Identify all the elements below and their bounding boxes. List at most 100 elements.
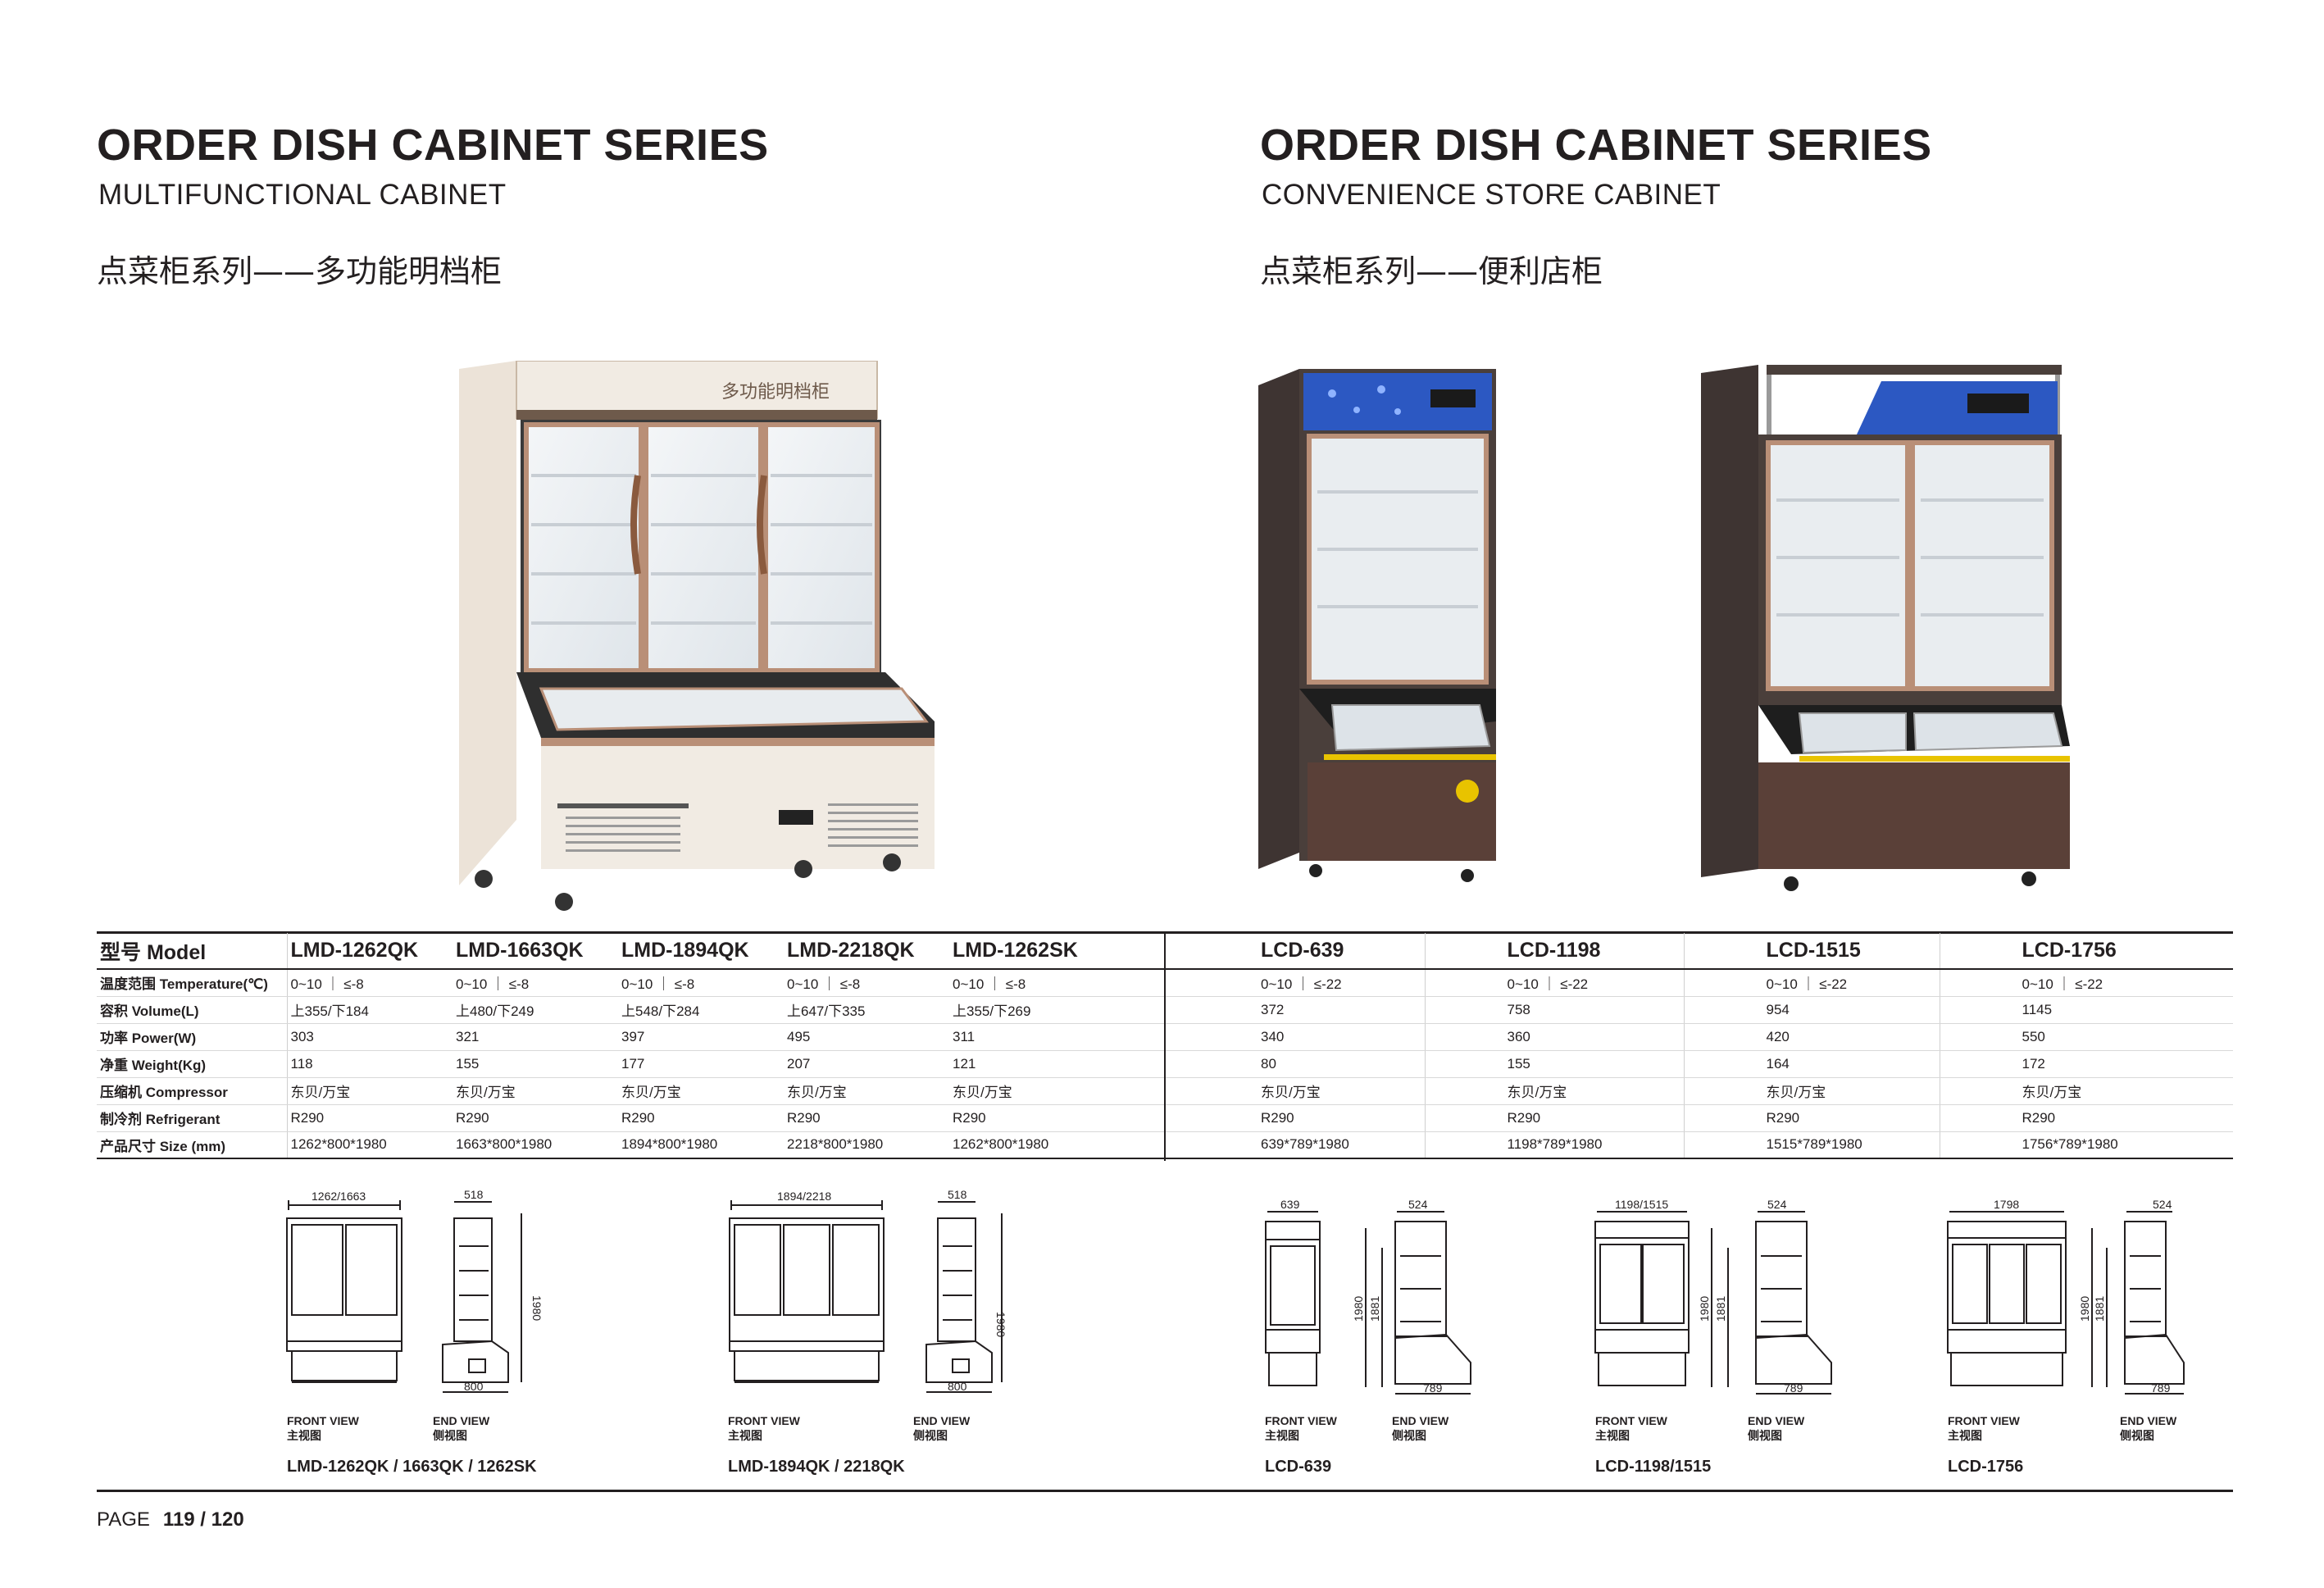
- table-row: 0~10 ｜ ≤-22 0~10 ｜ ≤-22 0~10 ｜ ≤-22 0~10…: [1166, 969, 2233, 997]
- cell: 758: [1424, 996, 1684, 1024]
- cell: 东贝/万宝: [1424, 1077, 1684, 1105]
- cell: 954: [1683, 996, 1940, 1024]
- row-label: 产品尺寸 Size (mm): [97, 1131, 287, 1159]
- model-col: LCD-639: [1166, 933, 1425, 970]
- cell: 639*789*1980: [1166, 1131, 1425, 1159]
- table-row: 340 360 420 550: [1166, 1023, 2233, 1051]
- front-width-dim: 639: [1280, 1199, 1300, 1211]
- front-view-drawing-lcd-639: 639 524 789 1980 1881: [1265, 1199, 1471, 1395]
- cell: 0~10 ｜ ≤-8: [286, 969, 453, 997]
- front-width-dim: 1262/1663: [312, 1190, 366, 1203]
- left-spec-table: 型号 Model LMD-1262QK LMD-1663QK LMD-1894Q…: [97, 933, 1164, 1159]
- cell: 118: [286, 1050, 453, 1078]
- height-dim: 1980: [994, 1312, 1007, 1337]
- cell: 0~10 ｜ ≤-22: [1166, 969, 1425, 997]
- end-depth-dim: 789: [1784, 1381, 1803, 1395]
- cell: 207: [784, 1050, 949, 1078]
- height-dim: 1980: [530, 1295, 541, 1321]
- end-depth-dim: 789: [1423, 1381, 1443, 1395]
- cell: 0~10 ｜ ≤-8: [784, 969, 949, 997]
- row-label: 温度范围 Temperature(℃): [97, 969, 287, 997]
- cell: 80: [1166, 1050, 1425, 1078]
- cabinet-sign-text: 多功能明档柜: [721, 382, 830, 403]
- row-label: 制冷剂 Refrigerant: [97, 1104, 287, 1132]
- model-col: LCD-1756: [1939, 933, 2233, 970]
- cell: R290: [784, 1104, 949, 1132]
- model-col: LMD-1262SK: [949, 933, 1164, 970]
- cell: 372: [1166, 996, 1425, 1024]
- end-depth-dim: 800: [948, 1380, 967, 1393]
- left-series-subtitle: MULTIFUNCTIONAL CABINET: [98, 179, 507, 211]
- table-row: 639*789*1980 1198*789*1980 1515*789*1980…: [1166, 1131, 2233, 1159]
- table-row: 容积 Volume(L) 上355/下184 上480/下249 上548/下2…: [97, 996, 1164, 1024]
- cell: 上480/下249: [453, 996, 618, 1024]
- end-width-dim: 518: [948, 1189, 967, 1201]
- table-row: 温度范围 Temperature(℃) 0~10 ｜ ≤-8 0~10 ｜ ≤-…: [97, 969, 1164, 997]
- model-header: 型号 Model: [97, 933, 287, 970]
- footer-rule: [97, 1490, 2233, 1492]
- cell: 311: [949, 1023, 1164, 1051]
- cell: 177: [618, 1050, 784, 1078]
- table-header-row: 型号 Model LMD-1262QK LMD-1663QK LMD-1894Q…: [97, 933, 1164, 970]
- front-width-dim: 1198/1515: [1615, 1199, 1668, 1211]
- end-width-dim: 524: [2153, 1199, 2172, 1211]
- front-width-dim: 1798: [1994, 1199, 2019, 1211]
- cell: 420: [1683, 1023, 1940, 1051]
- inner-height-dim: 1881: [1368, 1296, 1381, 1322]
- cell: 1198*789*1980: [1424, 1131, 1684, 1159]
- cell: 303: [286, 1023, 453, 1051]
- row-label: 净重 Weight(Kg): [97, 1050, 287, 1078]
- cell: 1262*800*1980: [949, 1131, 1164, 1159]
- page-number: 119 / 120: [162, 1508, 244, 1531]
- table-header-row: LCD-639 LCD-1198 LCD-1515 LCD-1756: [1166, 933, 2233, 970]
- cell: 0~10 ｜ ≤-22: [1424, 969, 1684, 997]
- front-view-drawing-lmd-two-door: 1262/1663 518 800 1980: [286, 1189, 541, 1393]
- height-dim: 1980: [2078, 1296, 2091, 1322]
- model-col: LMD-1894QK: [618, 933, 784, 970]
- cell: 东贝/万宝: [1683, 1077, 1940, 1105]
- row-label: 容积 Volume(L): [97, 996, 287, 1024]
- cell: 0~10 ｜ ≤-8: [618, 969, 784, 997]
- drawing-model-label: LCD-1198/1515: [1595, 1458, 1712, 1476]
- lcd-639-cabinet-image: [1258, 369, 1496, 882]
- cell: 1145: [1939, 996, 2233, 1024]
- table-row: 东贝/万宝 东贝/万宝 东贝/万宝 东贝/万宝: [1166, 1077, 2233, 1105]
- cell: 0~10 ｜ ≤-8: [453, 969, 618, 997]
- row-label: 功率 Power(W): [97, 1023, 287, 1051]
- cell: R290: [453, 1104, 618, 1132]
- table-row: R290 R290 R290 R290: [1166, 1104, 2233, 1132]
- inner-height-dim: 1881: [1714, 1296, 1727, 1322]
- multifunctional-cabinet-image: 多功能明档柜: [459, 361, 935, 911]
- cell: 东贝/万宝: [286, 1077, 453, 1105]
- cell: 东贝/万宝: [618, 1077, 784, 1105]
- cell: 1515*789*1980: [1683, 1131, 1940, 1159]
- cell: R290: [286, 1104, 453, 1132]
- model-col: LMD-1262QK: [286, 933, 453, 970]
- cell: 1262*800*1980: [286, 1131, 453, 1159]
- cell: 172: [1939, 1050, 2233, 1078]
- table-row: 压缩机 Compressor 东贝/万宝 东贝/万宝 东贝/万宝 东贝/万宝 东…: [97, 1077, 1164, 1105]
- table-row: 372 758 954 1145: [1166, 996, 2233, 1024]
- cell: R290: [1166, 1104, 1425, 1132]
- end-width-dim: 524: [1408, 1199, 1428, 1211]
- cell: 397: [618, 1023, 784, 1051]
- cell: 1894*800*1980: [618, 1131, 784, 1159]
- right-series-subtitle: CONVENIENCE STORE CABINET: [1262, 179, 1721, 211]
- cell: R290: [1424, 1104, 1684, 1132]
- cell: 164: [1683, 1050, 1940, 1078]
- cell: 0~10 ｜ ≤-22: [1939, 969, 2233, 997]
- drawing-model-label: LMD-1894QK / 2218QK: [728, 1458, 905, 1476]
- height-dim: 1980: [1698, 1296, 1711, 1322]
- height-dim: 1980: [1352, 1296, 1365, 1322]
- inner-height-dim: 1881: [2093, 1296, 2106, 1322]
- end-width-dim: 518: [464, 1189, 484, 1201]
